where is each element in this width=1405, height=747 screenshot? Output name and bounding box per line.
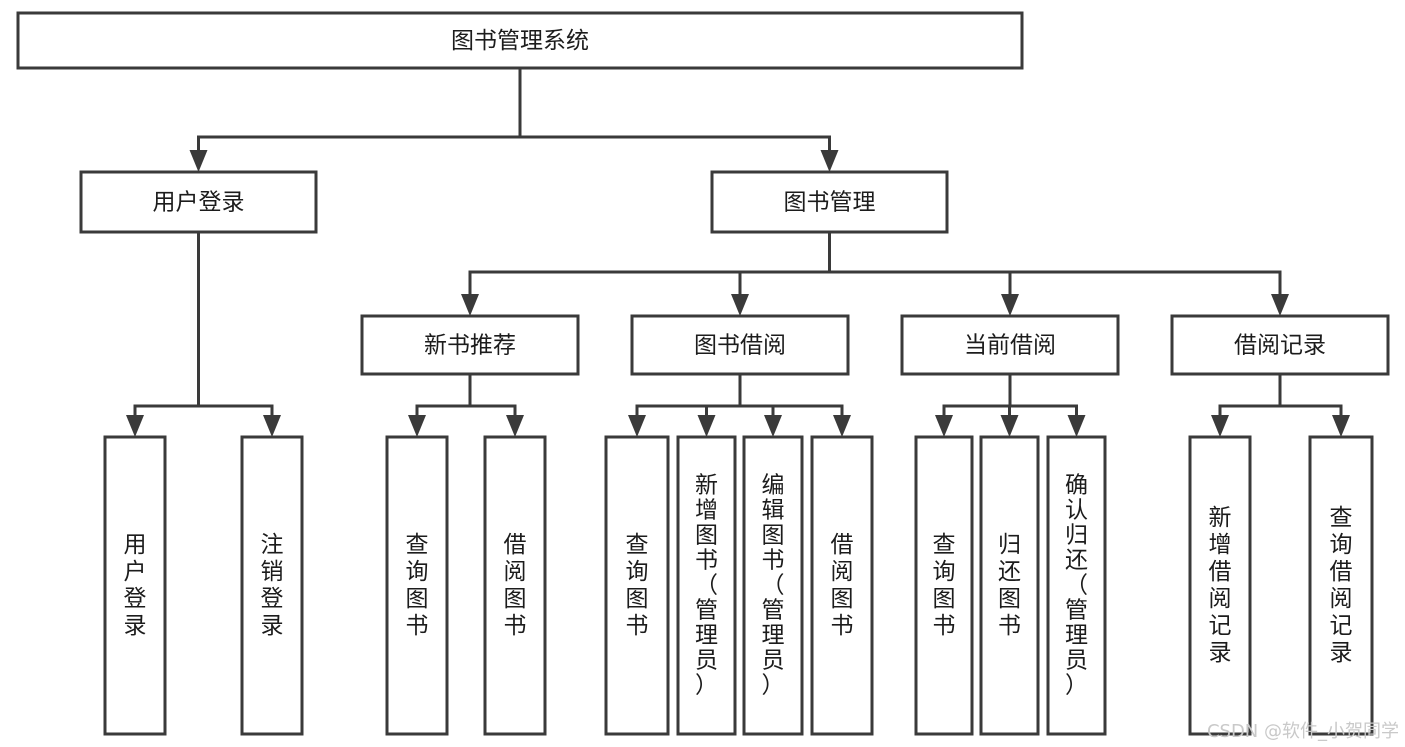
node-label: 查询图书 [406, 532, 429, 639]
node-leaf-confirm-return-admin[interactable]: 确认归还（管理员） [1046, 435, 1107, 736]
node-new-book-recommend[interactable]: 新书推荐 [360, 314, 580, 376]
node-label: 归还图书 [998, 532, 1021, 639]
node-box [1188, 435, 1252, 736]
node-box [676, 435, 737, 736]
arrow-head-icon [697, 415, 716, 437]
node-label: 确认归还（管理员） [1065, 472, 1088, 698]
node-box [483, 435, 547, 736]
arrow-head-icon [263, 415, 281, 437]
node-box [710, 170, 949, 234]
arrow-head-icon [820, 150, 839, 172]
node-borrow-record[interactable]: 借阅记录 [1170, 314, 1390, 376]
arrow-head-icon [461, 294, 479, 316]
arrow-head-icon [126, 415, 144, 437]
node-label: 借阅图书 [504, 532, 527, 639]
node-leaf-query-book-borrow[interactable]: 查询图书 [604, 435, 670, 736]
node-root[interactable]: 图书管理系统 [16, 11, 1024, 70]
node-leaf-query-borrow-record[interactable]: 查询借阅记录 [1308, 435, 1374, 736]
node-box [900, 314, 1120, 376]
arrow-head-icon [833, 415, 851, 437]
node-label: 新增借阅记录 [1209, 505, 1232, 666]
node-box [103, 435, 167, 736]
node-box [385, 435, 449, 736]
node-box [240, 435, 304, 736]
arrow-head-icon [731, 294, 749, 316]
node-leaf-add-borrow-record[interactable]: 新增借阅记录 [1188, 435, 1252, 736]
node-label: 编辑图书（管理员） [762, 472, 785, 698]
node-box [979, 435, 1040, 736]
node-label: 当前借阅 [964, 333, 1056, 359]
node-book-management[interactable]: 图书管理 [710, 170, 949, 234]
node-current-borrow[interactable]: 当前借阅 [900, 314, 1120, 376]
node-label: 查询图书 [933, 532, 956, 639]
node-box [360, 314, 580, 376]
node-leaf-borrow-book-recommend[interactable]: 借阅图书 [483, 435, 547, 736]
arrow-head-icon [506, 415, 524, 437]
arrow-head-icon [1067, 415, 1086, 437]
node-leaf-query-book-recommend[interactable]: 查询图书 [385, 435, 449, 736]
node-leaf-logout-login[interactable]: 注销登录 [240, 435, 304, 736]
node-leaf-edit-book-admin[interactable]: 编辑图书（管理员） [742, 435, 804, 736]
node-leaf-return-book[interactable]: 归还图书 [979, 435, 1040, 736]
node-leaf-query-book-current[interactable]: 查询图书 [914, 435, 974, 736]
arrow-head-icon [935, 415, 953, 437]
node-label: 图书借阅 [694, 333, 786, 359]
node-box [16, 11, 1024, 70]
node-box [914, 435, 974, 736]
node-box [742, 435, 804, 736]
node-label: 新增图书（管理员） [695, 472, 718, 698]
node-label: 查询图书 [626, 532, 649, 639]
node-label: 用户登录 [124, 532, 147, 639]
node-label: 借阅记录 [1234, 333, 1326, 359]
node-user-login[interactable]: 用户登录 [79, 170, 318, 234]
node-leaf-add-book-admin[interactable]: 新增图书（管理员） [676, 435, 737, 736]
nodes-layer: 图书管理系统用户登录图书管理新书推荐图书借阅当前借阅借阅记录用户登录注销登录查询… [16, 11, 1390, 736]
node-box [810, 435, 874, 736]
node-label: 注销登录 [261, 532, 284, 639]
node-book-borrow[interactable]: 图书借阅 [630, 314, 850, 376]
node-box [1170, 314, 1390, 376]
connectors-layer [126, 66, 1350, 437]
node-label: 查询借阅记录 [1330, 505, 1353, 666]
arrow-head-icon [408, 415, 426, 437]
arrow-head-icon [764, 415, 782, 437]
arrow-head-icon [1000, 415, 1019, 437]
node-label: 用户登录 [153, 190, 245, 216]
node-leaf-borrow-book[interactable]: 借阅图书 [810, 435, 874, 736]
arrow-head-icon [189, 150, 208, 172]
node-box [79, 170, 318, 234]
arrow-head-icon [1271, 294, 1289, 316]
node-label: 图书管理 [784, 190, 876, 216]
arrow-head-icon [1211, 415, 1229, 437]
node-label: 借阅图书 [831, 532, 854, 639]
node-leaf-user-login[interactable]: 用户登录 [103, 435, 167, 736]
node-label: 新书推荐 [424, 333, 516, 359]
node-box [1308, 435, 1374, 736]
arrow-head-icon [1332, 415, 1350, 437]
arrow-head-icon [1001, 294, 1019, 316]
arrow-head-icon [628, 415, 646, 437]
node-box [630, 314, 850, 376]
node-label: 图书管理系统 [451, 28, 589, 54]
node-box [604, 435, 670, 736]
node-box [1046, 435, 1107, 736]
